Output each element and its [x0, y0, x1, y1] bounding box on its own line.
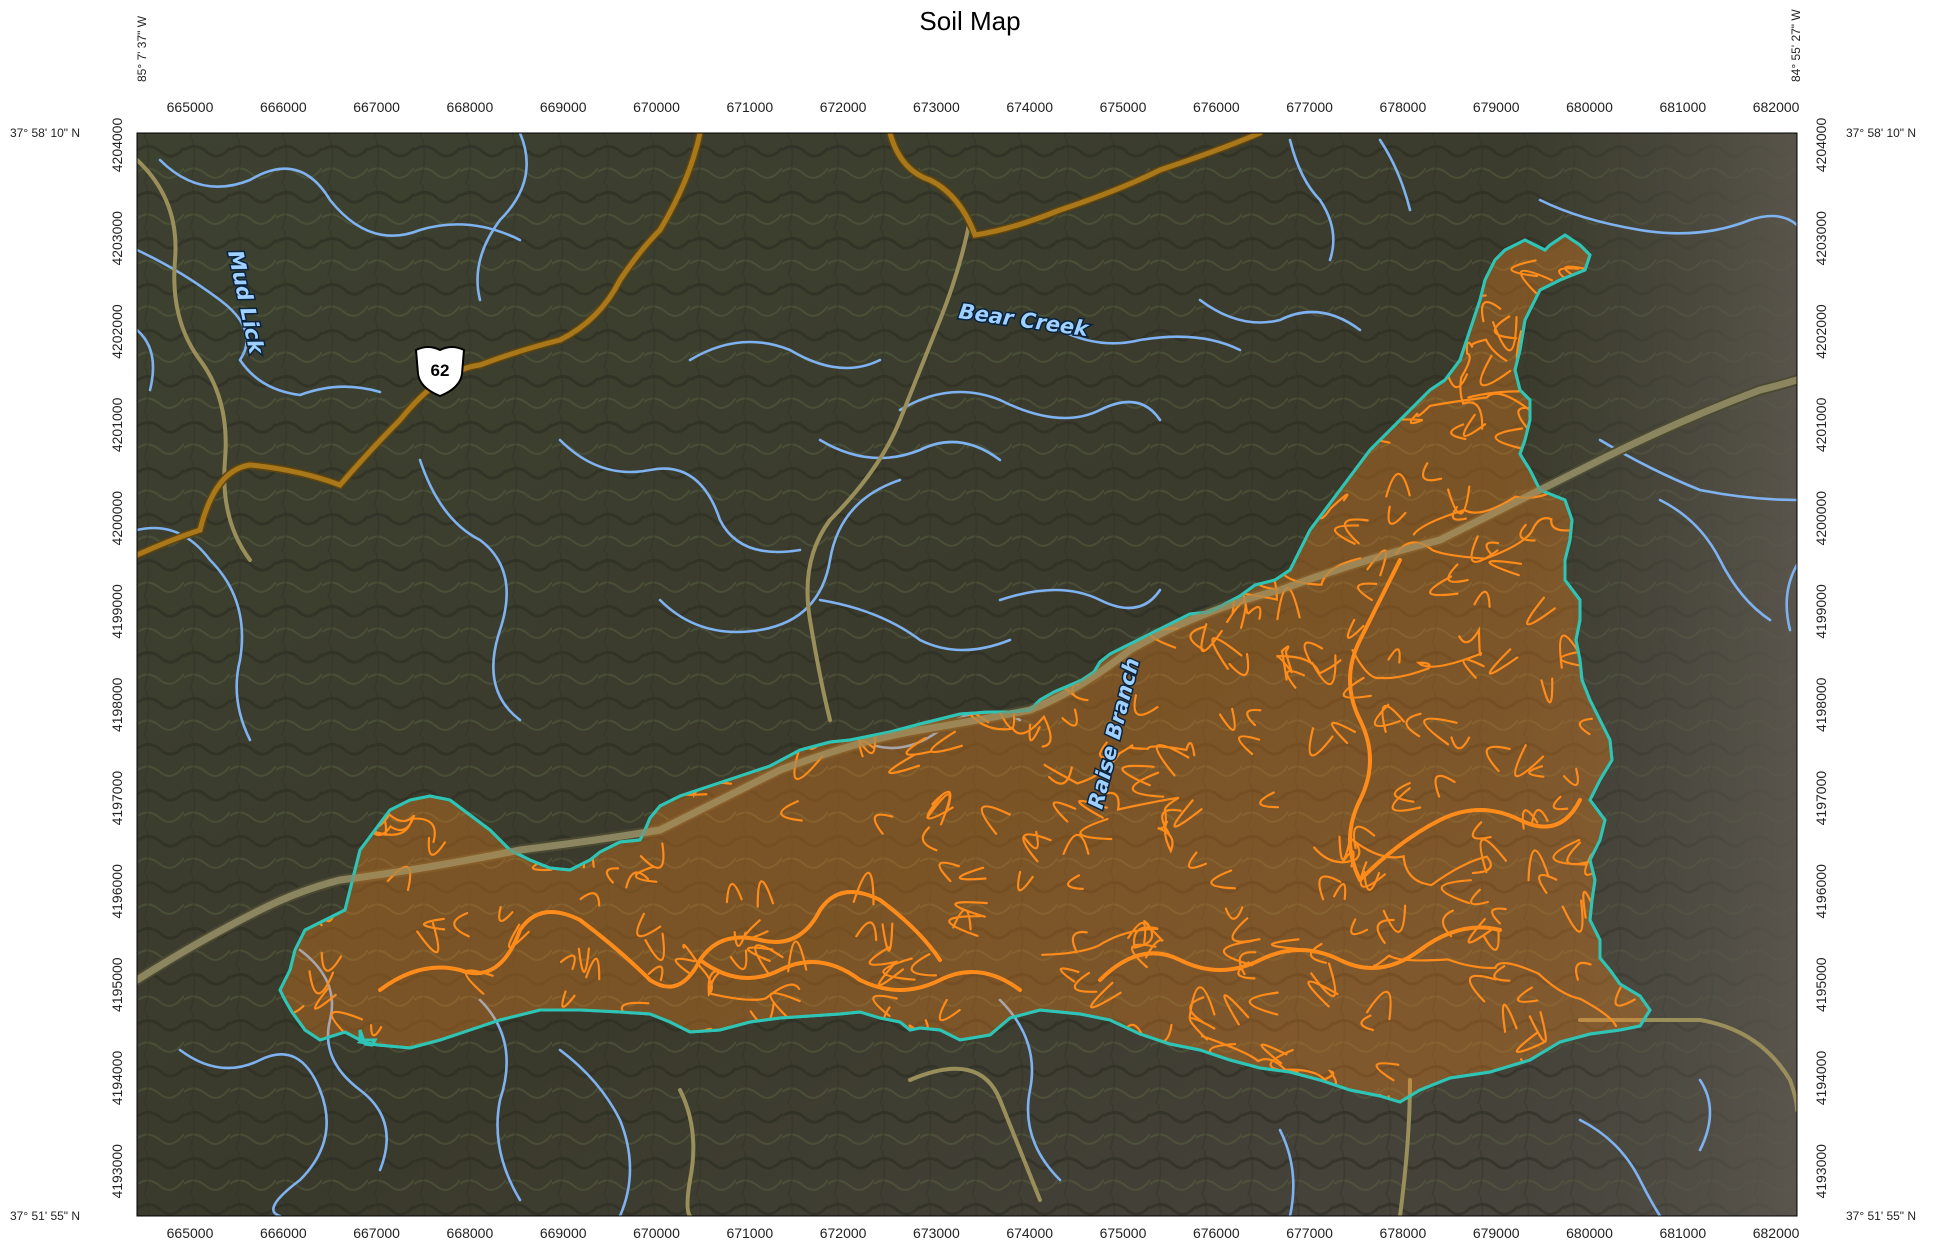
easting-tick-label: 676000 [1193, 1225, 1240, 1241]
northing-tick-label: 4198000 [1813, 677, 1829, 732]
highway-overlay [137, 376, 1797, 983]
easting-tick-label: 669000 [540, 99, 587, 115]
easting-tick-label: 672000 [820, 1225, 867, 1241]
easting-tick-label: 670000 [633, 99, 680, 115]
northing-ticks-left: 4204000 4203000 4202000 4201000 4200000 41990… [109, 118, 125, 1199]
route-shield-number: 62 [431, 361, 450, 380]
northing-tick-label: 4199000 [109, 584, 125, 639]
easting-tick-label: 673000 [913, 99, 960, 115]
top-right-latitude: 37° 58' 10" N [1846, 126, 1916, 140]
northing-tick-label: 4198000 [109, 677, 125, 732]
northing-tick-label: 4199000 [1813, 584, 1829, 639]
northing-tick-label: 4197000 [109, 771, 125, 826]
easting-tick-label: 679000 [1473, 99, 1520, 115]
map-title: Soil Map [919, 6, 1021, 36]
easting-ticks-bottom: 665000 666000 667000 668000 669000 670000 6710… [167, 1225, 1800, 1241]
easting-tick-label: 671000 [726, 99, 773, 115]
northing-tick-label: 4203000 [1813, 211, 1829, 266]
northing-tick-label: 4204000 [109, 118, 125, 173]
northing-ticks-right: 4204000 4203000 4202000 4201000 4200000 41990… [1813, 118, 1829, 1199]
top-right-longitude: 84° 55' 27" W [1789, 9, 1803, 82]
northing-tick-label: 4193000 [1813, 1144, 1829, 1199]
bottom-left-latitude: 37° 51' 55" N [10, 1209, 80, 1223]
easting-tick-label: 667000 [353, 99, 400, 115]
easting-tick-label: 672000 [820, 99, 867, 115]
easting-tick-label: 668000 [447, 99, 494, 115]
easting-tick-label: 681000 [1659, 1225, 1706, 1241]
local-roads-layer [137, 158, 1797, 1216]
northing-tick-label: 4196000 [109, 864, 125, 919]
easting-tick-label: 682000 [1753, 1225, 1800, 1241]
northing-tick-label: 4204000 [1813, 118, 1829, 173]
map-frame [136, 132, 1798, 1217]
northing-tick-label: 4197000 [1813, 771, 1829, 826]
northing-tick-label: 4195000 [109, 957, 125, 1012]
easting-tick-label: 674000 [1006, 99, 1053, 115]
northing-tick-label: 4195000 [1813, 957, 1829, 1012]
major-soil-boundaries [378, 558, 1582, 992]
easting-tick-label: 679000 [1473, 1225, 1520, 1241]
easting-tick-label: 671000 [726, 1225, 773, 1241]
easting-tick-label: 680000 [1566, 1225, 1613, 1241]
northing-tick-label: 4193000 [109, 1144, 125, 1199]
easting-ticks-top: 665000 666000 667000 668000 669000 670000 6710… [167, 99, 1800, 115]
northing-tick-label: 4196000 [1813, 864, 1829, 919]
northing-tick-label: 4200000 [109, 491, 125, 546]
easting-tick-label: 681000 [1659, 99, 1706, 115]
northing-tick-label: 4202000 [1813, 304, 1829, 359]
easting-tick-label: 676000 [1193, 99, 1240, 115]
northing-tick-label: 4201000 [109, 397, 125, 452]
easting-tick-label: 675000 [1100, 1225, 1147, 1241]
easting-tick-label: 665000 [167, 99, 214, 115]
aerial-imagery: Mud Lick Bear Creek Raise Branch 62 [137, 133, 1797, 1216]
easting-tick-label: 682000 [1753, 99, 1800, 115]
easting-tick-label: 678000 [1380, 1225, 1427, 1241]
easting-tick-label: 677000 [1286, 1225, 1333, 1241]
bottom-right-latitude: 37° 51' 55" N [1846, 1209, 1916, 1223]
easting-tick-label: 669000 [540, 1225, 587, 1241]
easting-tick-label: 678000 [1380, 99, 1427, 115]
northing-tick-label: 4194000 [1813, 1051, 1829, 1106]
easting-tick-label: 667000 [353, 1225, 400, 1241]
easting-tick-label: 665000 [167, 1225, 214, 1241]
easting-tick-label: 674000 [1006, 1225, 1053, 1241]
easting-tick-label: 670000 [633, 1225, 680, 1241]
easting-tick-label: 673000 [913, 1225, 960, 1241]
easting-tick-label: 675000 [1100, 99, 1147, 115]
northing-tick-label: 4200000 [1813, 491, 1829, 546]
top-left-longitude: 85° 7' 37" W [135, 15, 149, 82]
easting-tick-label: 677000 [1286, 99, 1333, 115]
us-route-shield-icon: 62 [414, 346, 466, 398]
northing-tick-label: 4202000 [109, 304, 125, 359]
easting-tick-label: 666000 [260, 1225, 307, 1241]
easting-tick-label: 680000 [1566, 99, 1613, 115]
northing-tick-label: 4201000 [1813, 397, 1829, 452]
northing-tick-label: 4203000 [109, 211, 125, 266]
easting-tick-label: 668000 [447, 1225, 494, 1241]
top-left-latitude: 37° 58' 10" N [10, 126, 80, 140]
easting-tick-label: 666000 [260, 99, 307, 115]
northing-tick-label: 4194000 [109, 1051, 125, 1106]
